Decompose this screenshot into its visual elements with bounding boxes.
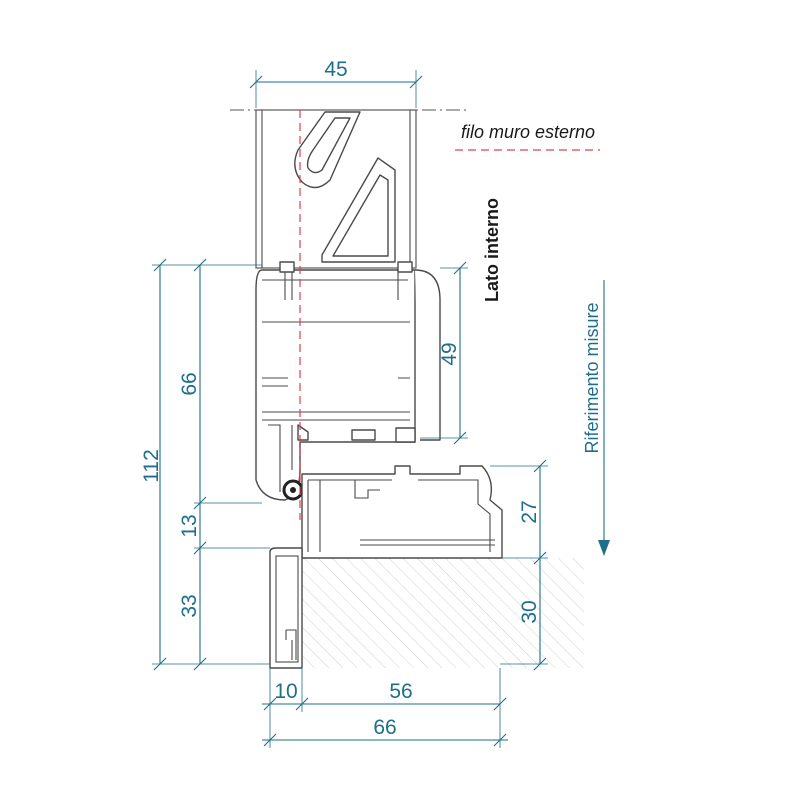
dim-bottom-chain: 10 56 xyxy=(262,668,507,748)
measure-reference-arrow xyxy=(598,280,610,556)
dim-frame-height-value: 66 xyxy=(178,372,201,395)
dim-top-width-value: 45 xyxy=(324,58,347,81)
dim-total-height-value: 112 xyxy=(140,449,163,482)
sill-profile xyxy=(301,465,503,559)
upper-profile xyxy=(255,109,417,269)
dim-left-chain: 66 13 33 xyxy=(178,258,270,671)
outer-wall-label: filo muro esterno xyxy=(461,122,595,142)
gasket xyxy=(282,479,304,501)
base-profile xyxy=(269,547,303,669)
inner-side-label: Lato interno xyxy=(482,198,502,302)
dim-left-offset-value: 10 xyxy=(274,680,297,703)
wall-hatch xyxy=(302,558,584,668)
dim-inner-height-value: 49 xyxy=(438,342,461,365)
dim-gap-height-value: 13 xyxy=(178,514,201,537)
dim-wall-height-value: 30 xyxy=(518,600,541,623)
dim-right-chain: 27 30 xyxy=(490,459,548,671)
frame-profile xyxy=(255,261,441,501)
dim-total-height: 112 xyxy=(140,258,270,671)
dim-base-height-value: 33 xyxy=(178,594,201,617)
dim-sill-width-value: 56 xyxy=(389,680,412,703)
dim-total-width-value: 66 xyxy=(373,716,396,739)
dim-sill-height-value: 27 xyxy=(518,500,541,523)
measure-reference-label: Riferimento misure xyxy=(582,302,602,453)
dim-inner-height: 49 xyxy=(420,261,468,445)
dim-top-width: 45 xyxy=(249,58,423,108)
dim-total-width: 66 xyxy=(262,716,508,747)
